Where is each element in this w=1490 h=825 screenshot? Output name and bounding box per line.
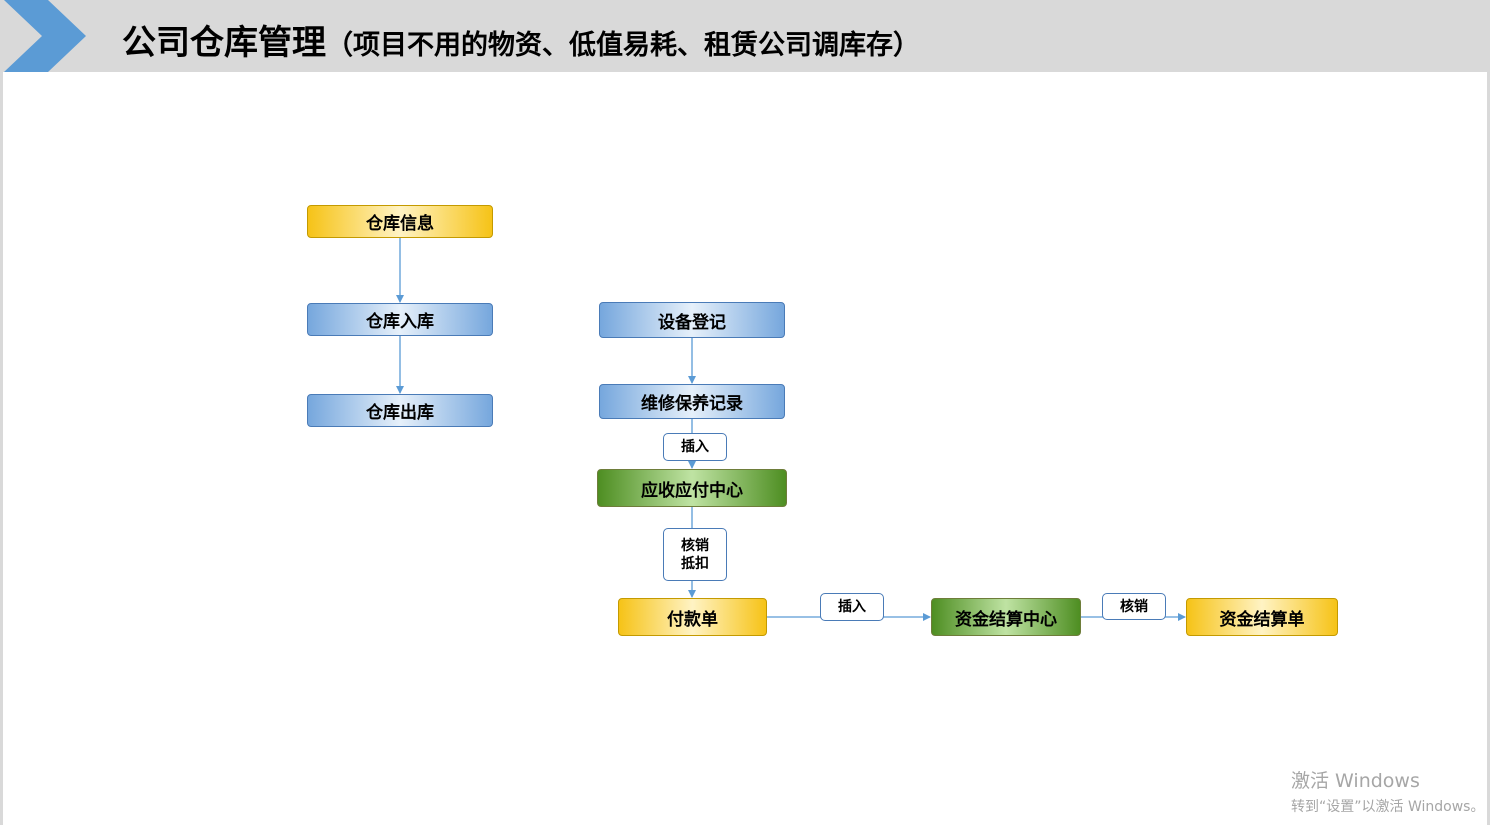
node-maintenance-record[interactable]: 维修保养记录 <box>599 384 785 419</box>
page-title: 公司仓库管理（项目不用的物资、低值易耗、租赁公司调库存） <box>122 15 920 64</box>
windows-activation-watermark: 激活 Windows 转到“设置”以激活 Windows。 <box>1291 766 1484 816</box>
watermark-subtitle: 转到“设置”以激活 Windows。 <box>1291 799 1485 815</box>
label-writeoff-offset-line1: 核销 <box>681 537 709 554</box>
right-border <box>1487 0 1490 825</box>
page-title-main: 公司仓库管理 <box>122 23 326 63</box>
node-payment-order[interactable]: 付款单 <box>618 598 767 636</box>
node-warehouse-info[interactable]: 仓库信息 <box>307 205 493 238</box>
header-bar: 公司仓库管理（项目不用的物资、低值易耗、租赁公司调库存） <box>0 0 1490 72</box>
left-border <box>0 0 3 825</box>
node-fund-settlement-center[interactable]: 资金结算中心 <box>931 598 1081 636</box>
label-insert-1: 插入 <box>663 433 727 461</box>
label-writeoff: 核销 <box>1102 593 1166 620</box>
node-equipment-register[interactable]: 设备登记 <box>599 302 785 338</box>
node-warehouse-out[interactable]: 仓库出库 <box>307 394 493 427</box>
node-fund-settlement-order[interactable]: 资金结算单 <box>1186 598 1338 636</box>
node-ar-ap-center[interactable]: 应收应付中心 <box>597 469 787 507</box>
chevron-arrow-icon <box>4 0 86 72</box>
watermark-title: 激活 Windows <box>1291 770 1420 792</box>
page-title-subtitle: （项目不用的物资、低值易耗、租赁公司调库存） <box>326 30 920 61</box>
label-writeoff-offset: 核销 抵扣 <box>663 528 727 581</box>
label-writeoff-offset-line2: 抵扣 <box>681 555 709 572</box>
label-insert-2: 插入 <box>820 593 884 621</box>
node-warehouse-in[interactable]: 仓库入库 <box>307 303 493 336</box>
